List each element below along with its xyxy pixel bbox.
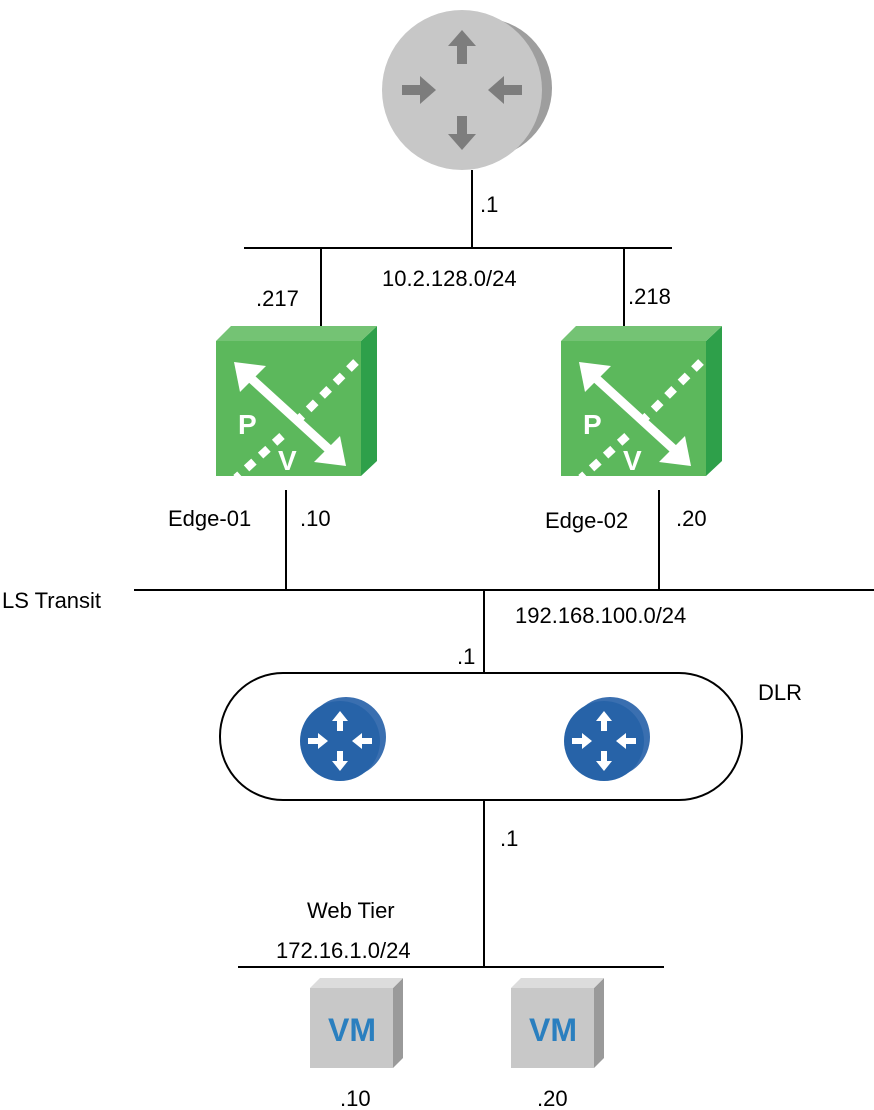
vm-02-ip: .20 [537,1086,568,1110]
vm-02-icon[interactable]: VM [511,978,604,1068]
edge-02-name: Edge-02 [545,508,628,533]
edge-02-icon[interactable]: P V [561,326,722,478]
edge-02-letter-v: V [623,445,642,476]
link-lines [134,170,874,968]
web-tier-name-label: Web Tier [307,898,395,923]
dlr-container[interactable] [219,672,743,801]
edge-01-letter-p: P [238,409,257,440]
transit-name-label: LS Transit [2,588,101,613]
edge-01-letter-v: V [278,445,297,476]
edge-02-uplink-ip: .218 [628,284,671,309]
upstream-router[interactable] [382,10,552,170]
edge-02-transit-ip: .20 [676,506,707,531]
uplink-subnet-label: 10.2.128.0/24 [382,266,517,291]
upstream-interface-label: .1 [480,192,498,217]
vm-01-label: VM [328,1012,376,1048]
transit-subnet-label: 192.168.100.0/24 [515,603,686,628]
edge-01-uplink-ip: .217 [256,286,299,311]
edge-01-transit-ip: .10 [300,506,331,531]
dlr-name-label: DLR [758,680,802,705]
dlr-uplink-ip: .1 [457,644,475,669]
vm-01-icon[interactable]: VM [310,978,403,1068]
vm-02-label: VM [529,1012,577,1048]
dlr-downlink-ip: .1 [500,826,518,851]
vm-01-ip: .10 [340,1086,371,1110]
edge-02-letter-p: P [583,409,602,440]
web-tier-subnet-label: 172.16.1.0/24 [276,938,411,963]
edge-01-icon[interactable]: P V [216,326,377,478]
edge-01-name: Edge-01 [168,506,251,531]
